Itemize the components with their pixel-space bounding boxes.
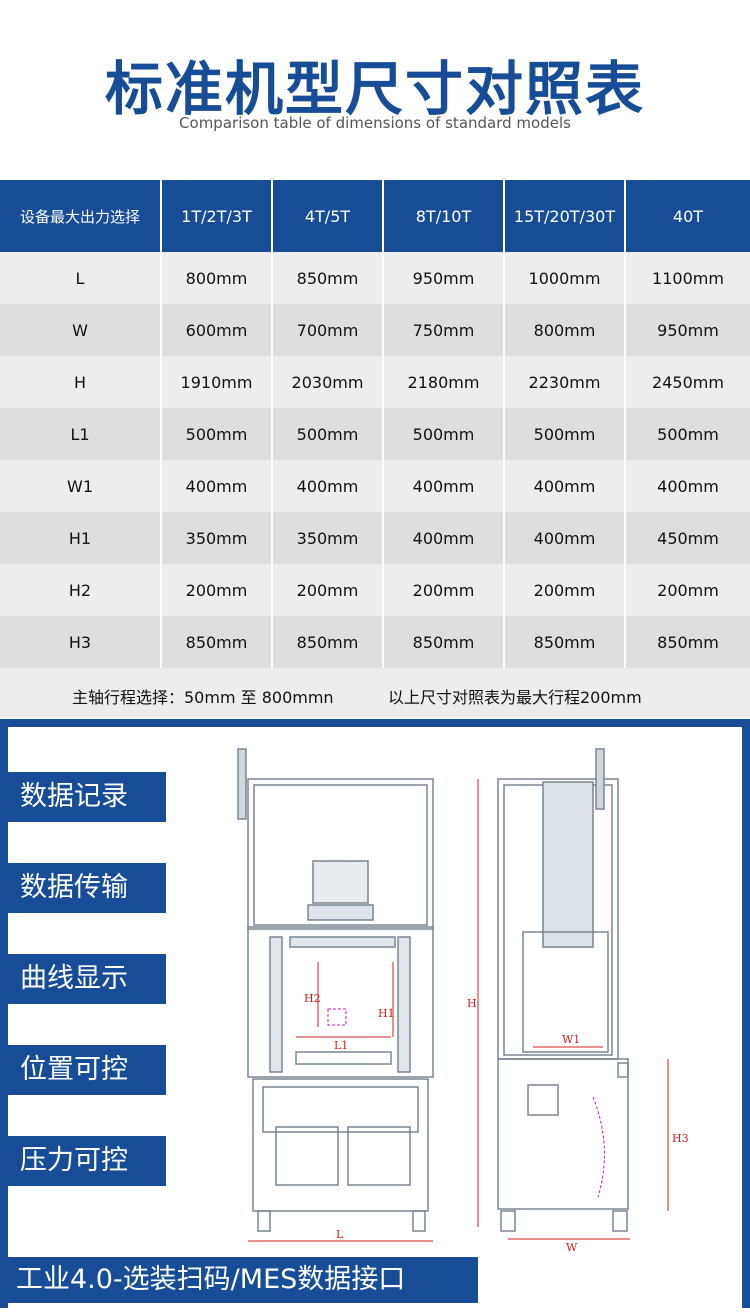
column-header: 4T/5T [272,180,384,252]
column-header: 8T/10T [383,180,505,252]
machine-drawings: L W H H1 H2 L1 W1 H3 [237,748,689,1254]
row-label: H2 [0,564,162,616]
table-cell: 800mm [161,252,273,304]
table-cell: 500mm [504,408,626,460]
label-L: L [336,1228,344,1241]
table-cell: 200mm [625,564,750,616]
table-cell: 850mm [504,616,626,668]
table-cell: 350mm [272,512,384,564]
column-header: 设备最大出力选择 [0,180,162,252]
table-cell: 200mm [161,564,273,616]
table-cell: 500mm [161,408,273,460]
table-cell: 450mm [625,512,750,564]
feature-tag-data-recording: 数据记录 [8,772,166,822]
table-cell: 2230mm [504,356,626,408]
label-W1: W1 [562,1033,580,1046]
dimension-labels: L W H H1 H2 L1 W1 H3 [304,992,689,1254]
table-cell: 850mm [625,616,750,668]
table-cell: 500mm [383,408,505,460]
label-H2: H2 [304,992,321,1005]
column-header: 1T/2T/3T [161,180,273,252]
table-cell: 950mm [625,304,750,356]
table-cell: 400mm [625,460,750,512]
table-cell: 200mm [383,564,505,616]
table-cell: 950mm [383,252,505,304]
table-cell: 350mm [161,512,273,564]
label-H: H [467,997,477,1010]
label-H3: H3 [672,1132,689,1145]
table-cell: 500mm [625,408,750,460]
table-cell: 400mm [504,460,626,512]
stroke-range-text: 主轴行程选择：50mm 至 800mmn [72,688,334,707]
table-cell: 850mm [383,616,505,668]
label-L1: L1 [334,1039,348,1052]
row-label: H3 [0,616,162,668]
side-view-drawing [497,748,629,1232]
column-header: 40T [625,180,750,252]
page-subtitle: Comparison table of dimensions of standa… [179,114,571,132]
row-label: H1 [0,512,162,564]
table-cell: 500mm [272,408,384,460]
row-label: L [0,252,162,304]
table-cell: 600mm [161,304,273,356]
table-cell: 850mm [272,616,384,668]
dimension-lines [248,779,669,1242]
table-cell: 400mm [383,512,505,564]
row-label: W [0,304,162,356]
table-cell: 2180mm [383,356,505,408]
table-cell: 1100mm [625,252,750,304]
table-cell: 200mm [272,564,384,616]
table-cell: 1910mm [161,356,273,408]
table-cell: 700mm [272,304,384,356]
table-cell: 800mm [504,304,626,356]
column-header: 15T/20T/30T [504,180,626,252]
table-cell: 200mm [504,564,626,616]
feature-tag-position-control: 位置可控 [8,1045,166,1095]
table-cell: 750mm [383,304,505,356]
table-cell: 400mm [383,460,505,512]
page-title: 标准机型尺寸对照表 [104,55,645,123]
feature-tag-curve-display: 曲线显示 [8,954,166,1004]
stroke-note: 主轴行程选择：50mm 至 800mmn 以上尺寸对照表为最大行程200mm [0,668,750,718]
feature-tag-pressure-control: 压力可控 [8,1136,166,1186]
table-cell: 400mm [504,512,626,564]
row-label: L1 [0,408,162,460]
table-cell: 1000mm [504,252,626,304]
label-H1: H1 [378,1007,395,1020]
table-cell: 850mm [161,616,273,668]
mes-interface-banner: 工业4.0-选装扫码/MES数据接口 [8,1257,478,1303]
table-remark-text: 以上尺寸对照表为最大行程200mm [388,688,642,707]
front-view-drawing [237,748,434,1232]
table-cell: 2450mm [625,356,750,408]
row-label: H [0,356,162,408]
table-cell: 400mm [272,460,384,512]
row-label: W1 [0,460,162,512]
table-cell: 850mm [272,252,384,304]
table-cell: 2030mm [272,356,384,408]
table-cell: 400mm [161,460,273,512]
label-W: W [566,1241,578,1254]
feature-tag-data-transfer: 数据传输 [8,863,166,913]
